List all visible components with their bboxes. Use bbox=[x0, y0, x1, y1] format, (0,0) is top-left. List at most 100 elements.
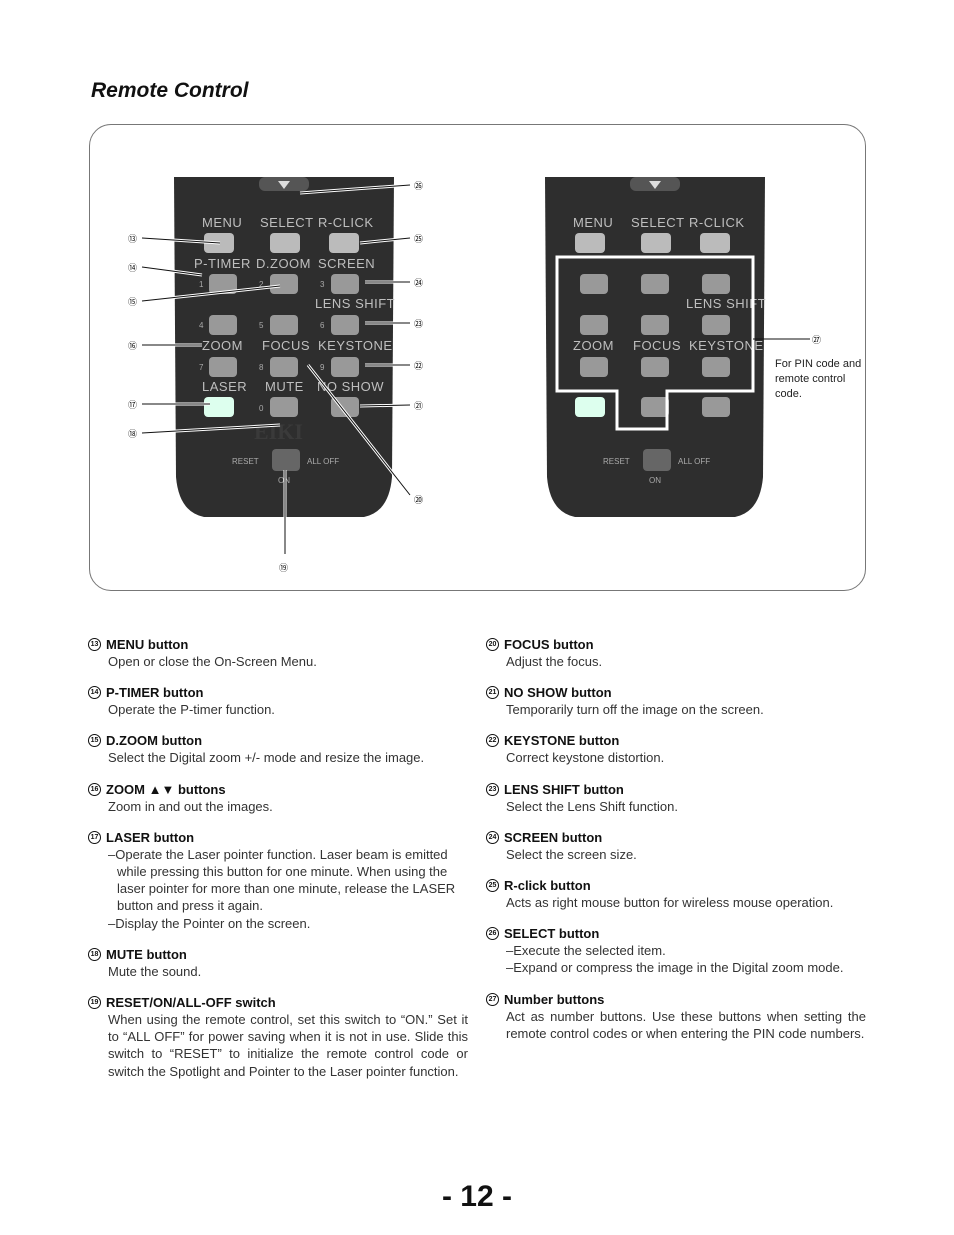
remote-right: MENU SELECT R-CLICK LENS SHIFT ZOOM FOCU… bbox=[545, 177, 766, 517]
callout-24: ㉔ bbox=[414, 278, 423, 288]
lbl-zoom: ZOOM bbox=[202, 338, 243, 353]
description-bullet: –Expand or compress the image in the Dig… bbox=[506, 960, 844, 976]
item-description: Select the Lens Shift function. bbox=[486, 798, 866, 815]
section-title: Remote Control bbox=[91, 79, 249, 102]
svg-text:8: 8 bbox=[259, 363, 264, 372]
item-title: FOCUS button bbox=[504, 637, 594, 652]
svg-text:6: 6 bbox=[320, 321, 325, 330]
lbl-select: SELECT bbox=[260, 215, 314, 230]
item-description: –Operate the Laser pointer function. Las… bbox=[88, 846, 468, 932]
lbl-dzoom: D.ZOOM bbox=[256, 256, 311, 271]
item-description: Correct keystone distortion. bbox=[486, 749, 866, 766]
item-title: RESET/ON/ALL-OFF switch bbox=[106, 995, 276, 1011]
item-description: Adjust the focus. bbox=[486, 653, 866, 670]
lbl-alloff: ALL OFF bbox=[307, 457, 339, 466]
item-heading: 13 MENU button bbox=[88, 636, 468, 653]
description-text: Correct keystone distortion. bbox=[506, 750, 665, 766]
item-number: 22 bbox=[486, 734, 499, 748]
item-description: Select the screen size. bbox=[486, 846, 866, 863]
item-title: MENU button bbox=[106, 637, 189, 652]
item-number: 26 bbox=[486, 927, 499, 941]
item-heading: 23 LENS SHIFT button bbox=[486, 781, 866, 798]
item-number: 20 bbox=[486, 638, 499, 651]
item-description: Act as number buttons. Use these buttons… bbox=[486, 1008, 866, 1042]
description-text: Temporarily turn off the image on the sc… bbox=[506, 702, 764, 718]
lbl-screen: SCREEN bbox=[318, 256, 375, 271]
callout-26: ㉖ bbox=[414, 181, 423, 191]
item-number: 21 bbox=[486, 686, 499, 700]
svg-text:ALL OFF: ALL OFF bbox=[678, 457, 710, 466]
number-buttons-outline bbox=[555, 255, 755, 431]
pin-note: For PIN code and remote control code. bbox=[775, 358, 862, 400]
svg-text:7: 7 bbox=[199, 363, 204, 372]
item-number: 24 bbox=[486, 830, 499, 844]
svg-text:4: 4 bbox=[199, 321, 204, 330]
item-title: SELECT button bbox=[504, 926, 600, 942]
brand-logo: EIKI bbox=[254, 419, 303, 444]
description-text: Zoom in and out the images. bbox=[108, 798, 273, 814]
lbl-keystone: KEYSTONE bbox=[318, 338, 393, 353]
svg-text:2: 2 bbox=[259, 280, 264, 289]
lbl-rclick: R-CLICK bbox=[318, 215, 374, 230]
item-description: Mute the sound. bbox=[88, 963, 468, 980]
item-title: P-TIMER button bbox=[106, 685, 204, 701]
callout-22: ㉒ bbox=[414, 361, 423, 371]
svg-text:1: 1 bbox=[199, 280, 204, 289]
svg-text:LENS SHIFT: LENS SHIFT bbox=[686, 296, 766, 311]
item-title: ZOOM ▲▼ buttons bbox=[106, 781, 226, 797]
item-title: SCREEN button bbox=[504, 829, 603, 845]
svg-text:5: 5 bbox=[259, 321, 264, 330]
item-description: Temporarily turn off the image on the sc… bbox=[486, 701, 866, 718]
svg-text:FOCUS: FOCUS bbox=[633, 338, 681, 353]
lbl-ptimer: P-TIMER bbox=[194, 256, 251, 271]
item-number: 25 bbox=[486, 879, 499, 893]
item-description: When using the remote control, set this … bbox=[88, 1011, 468, 1080]
callout-15: ⑮ bbox=[128, 297, 137, 307]
page-number: - 12 - bbox=[441, 1180, 513, 1213]
item-number: 14 bbox=[88, 686, 101, 700]
item-title: LENS SHIFT button bbox=[504, 781, 624, 797]
item-number: 27 bbox=[486, 992, 499, 1006]
svg-text:ZOOM: ZOOM bbox=[573, 338, 614, 353]
callout-25: ㉕ bbox=[414, 234, 423, 244]
item-number: 13 bbox=[88, 638, 101, 651]
svg-text:MENU: MENU bbox=[573, 215, 613, 230]
item-description: Operate the P-timer function. bbox=[88, 701, 468, 718]
item-description: Acts as right mouse button for wireless … bbox=[486, 894, 866, 911]
lbl-noshow: NO SHOW bbox=[317, 379, 384, 394]
description-text: Mute the sound. bbox=[108, 963, 202, 979]
item-description: Select the Digital zoom +/- mode and res… bbox=[88, 749, 468, 766]
lbl-laser: LASER bbox=[202, 379, 247, 394]
description-text: When using the remote control, set this … bbox=[108, 1012, 468, 1079]
description-text: Acts as right mouse button for wireless … bbox=[506, 895, 834, 911]
lbl-focus: FOCUS bbox=[262, 338, 310, 353]
remote-left: MENU SELECT R-CLICK P-TIMER D.ZOOM SCREE… bbox=[174, 177, 395, 517]
item-heading: 20 FOCUS button bbox=[486, 636, 866, 653]
item-number: 18 bbox=[88, 947, 101, 961]
callout-14: ⑭ bbox=[128, 263, 137, 273]
item-heading: 24 SCREEN button bbox=[486, 829, 866, 846]
remote-diagram: MENU SELECT R-CLICK P-TIMER D.ZOOM SCREE… bbox=[128, 177, 821, 573]
callout-23: ㉓ bbox=[414, 319, 423, 329]
description-text: Act as number buttons. Use these buttons… bbox=[506, 1008, 866, 1041]
item-number: 23 bbox=[486, 782, 499, 796]
lbl-mute: MUTE bbox=[265, 379, 304, 394]
